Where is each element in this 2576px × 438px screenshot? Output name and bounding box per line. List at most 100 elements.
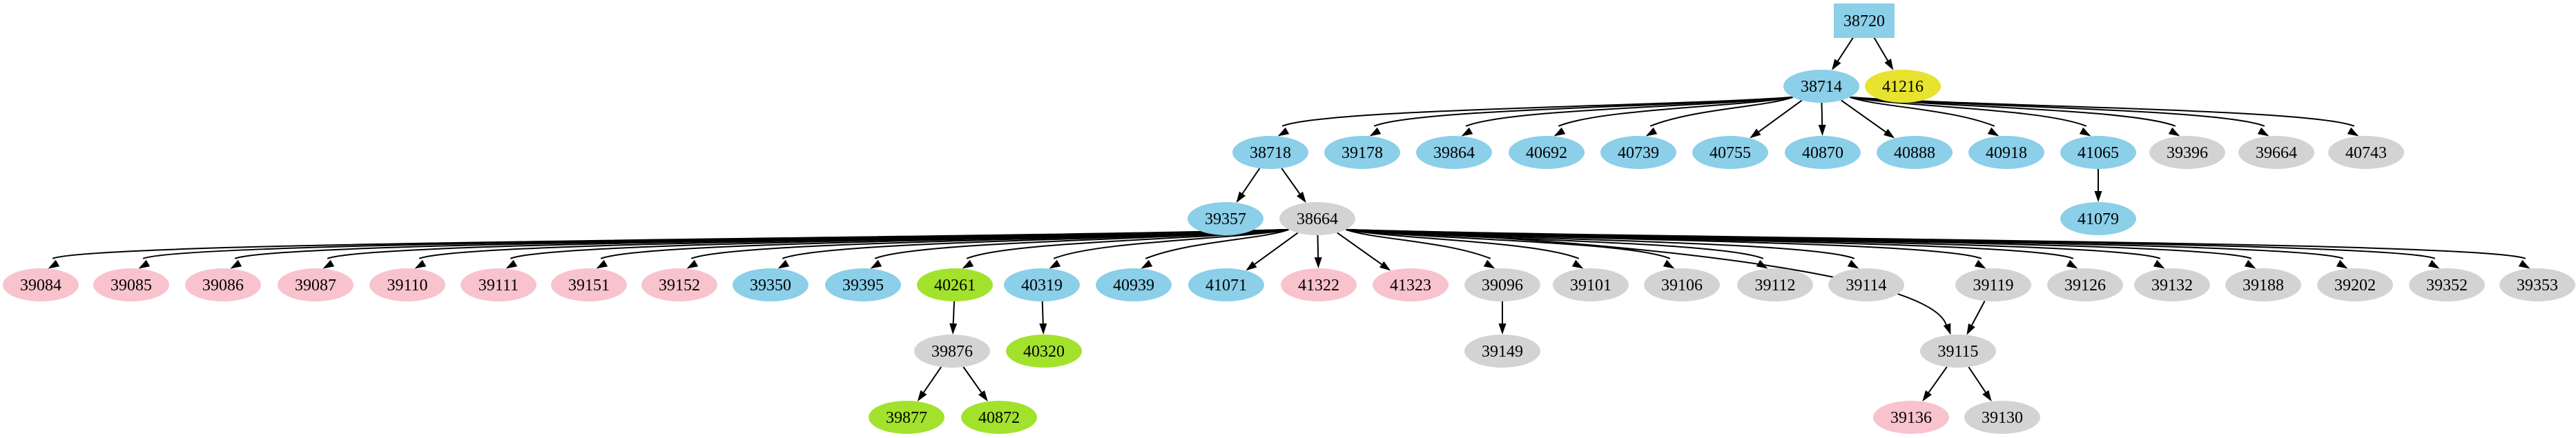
node-41323: 41323 <box>1373 268 1449 301</box>
edge-38718-38664 <box>1281 168 1306 203</box>
node-39352: 39352 <box>2409 268 2485 301</box>
node-label: 39664 <box>2256 144 2297 162</box>
node-39152: 39152 <box>641 268 717 301</box>
edge-41065-41079 <box>2094 169 2102 202</box>
node-38720: 38720 <box>1834 3 1895 38</box>
node-label: 39101 <box>1570 277 1611 295</box>
node-40261: 40261 <box>917 268 993 301</box>
node-39114: 39114 <box>1828 268 1904 301</box>
node-label: 39877 <box>886 409 927 427</box>
node-39350: 39350 <box>733 268 808 301</box>
node-39084: 39084 <box>3 268 79 301</box>
node-label: 39396 <box>2167 144 2208 162</box>
node-40918: 40918 <box>1968 136 2044 169</box>
node-label: 40939 <box>1113 277 1154 295</box>
edge-38664-40261 <box>962 228 1289 269</box>
edge-38664-41323 <box>1337 232 1391 271</box>
node-label: 40918 <box>1986 144 2027 162</box>
edge-40319-40320 <box>1039 301 1047 335</box>
edge-38664-41322 <box>1314 235 1322 269</box>
node-39126: 39126 <box>2047 268 2123 301</box>
node-label: 41323 <box>1390 277 1431 295</box>
node-39087: 39087 <box>278 268 354 301</box>
node-39149: 39149 <box>1464 335 1540 368</box>
node-label: 39136 <box>1890 409 1932 427</box>
node-39096: 39096 <box>1464 268 1540 301</box>
node-39178: 39178 <box>1324 136 1400 169</box>
edge-38714-39664 <box>1850 96 2269 137</box>
node-label: 39087 <box>295 277 336 295</box>
node-label: 41216 <box>1882 78 1924 96</box>
node-label: 40319 <box>1021 277 1063 295</box>
node-39111: 39111 <box>461 268 536 301</box>
node-label: 39178 <box>1342 144 1383 162</box>
node-label: 40320 <box>1023 343 1065 361</box>
node-label: 41065 <box>2078 144 2119 162</box>
node-label: 40692 <box>1526 144 1567 162</box>
node-label: 40888 <box>1894 144 1935 162</box>
edge-39096-39149 <box>1498 301 1507 335</box>
node-40692: 40692 <box>1509 136 1585 169</box>
edge-38664-40319 <box>1049 228 1289 269</box>
node-39130: 39130 <box>1964 401 2040 434</box>
node-40872: 40872 <box>961 401 1037 434</box>
node-label: 39112 <box>1754 277 1795 295</box>
node-39395: 39395 <box>825 268 901 301</box>
edge-38664-39096 <box>1345 228 1495 269</box>
node-38718: 38718 <box>1232 136 1308 169</box>
edge-38664-39115 <box>1346 228 1951 335</box>
edge-38720-41216 <box>1873 37 1894 70</box>
edge-38718-39357 <box>1236 168 1261 203</box>
node-41071: 41071 <box>1188 268 1264 301</box>
node-41322: 41322 <box>1281 268 1357 301</box>
node-39106: 39106 <box>1644 268 1720 301</box>
node-label: 40739 <box>1618 144 1659 162</box>
node-label: 38718 <box>1250 144 1291 162</box>
node-label: 40261 <box>934 277 976 295</box>
node-label: 40870 <box>1802 144 1843 162</box>
node-39877: 39877 <box>869 401 945 434</box>
node-label: 39876 <box>931 343 973 361</box>
node-38714: 38714 <box>1783 70 1859 103</box>
node-39115: 39115 <box>1920 335 1996 368</box>
node-39664: 39664 <box>2238 136 2314 169</box>
node-label: 39357 <box>1205 210 1246 228</box>
edge-38664-41071 <box>1246 232 1299 271</box>
node-label: 39149 <box>1482 343 1523 361</box>
node-label: 39202 <box>2334 277 2376 295</box>
node-label: 39114 <box>1846 277 1886 295</box>
node-39136: 39136 <box>1873 401 1949 434</box>
node-39112: 39112 <box>1737 268 1813 301</box>
node-label: 39132 <box>2151 277 2193 295</box>
node-label: 39395 <box>842 277 884 295</box>
node-label: 40755 <box>1710 144 1751 162</box>
edge-39115-39136 <box>1922 366 1948 402</box>
node-40743: 40743 <box>2328 136 2404 169</box>
node-label: 41322 <box>1298 277 1339 295</box>
node-40939: 40939 <box>1096 268 1172 301</box>
node-label: 39110 <box>387 277 427 295</box>
edge-39115-39130 <box>1968 366 1992 401</box>
edge-38664-40939 <box>1141 228 1290 269</box>
edge-38714-39178 <box>1369 96 1793 137</box>
node-label: 39106 <box>1661 277 1703 295</box>
edge-39119-39115 <box>1966 300 1986 335</box>
edge-38664-39101 <box>1346 228 1584 269</box>
edge-39876-39877 <box>917 366 942 402</box>
node-label: 39085 <box>110 277 152 295</box>
node-41216: 41216 <box>1865 70 1941 103</box>
node-39876: 39876 <box>914 335 990 368</box>
node-39864: 39864 <box>1416 136 1492 169</box>
edge-38714-40755 <box>1750 99 1803 139</box>
node-label: 39188 <box>2243 277 2284 295</box>
edge-39876-40872 <box>962 366 988 402</box>
node-label: 38664 <box>1297 210 1338 228</box>
node-39151: 39151 <box>551 268 627 301</box>
node-39188: 39188 <box>2225 268 2301 301</box>
node-label: 38720 <box>1843 12 1885 30</box>
node-layer: 38720 38714 41216 38718 39178 39864 40692 40739… <box>3 3 2575 434</box>
node-41065: 41065 <box>2060 136 2136 169</box>
node-39086: 39086 <box>185 268 261 301</box>
